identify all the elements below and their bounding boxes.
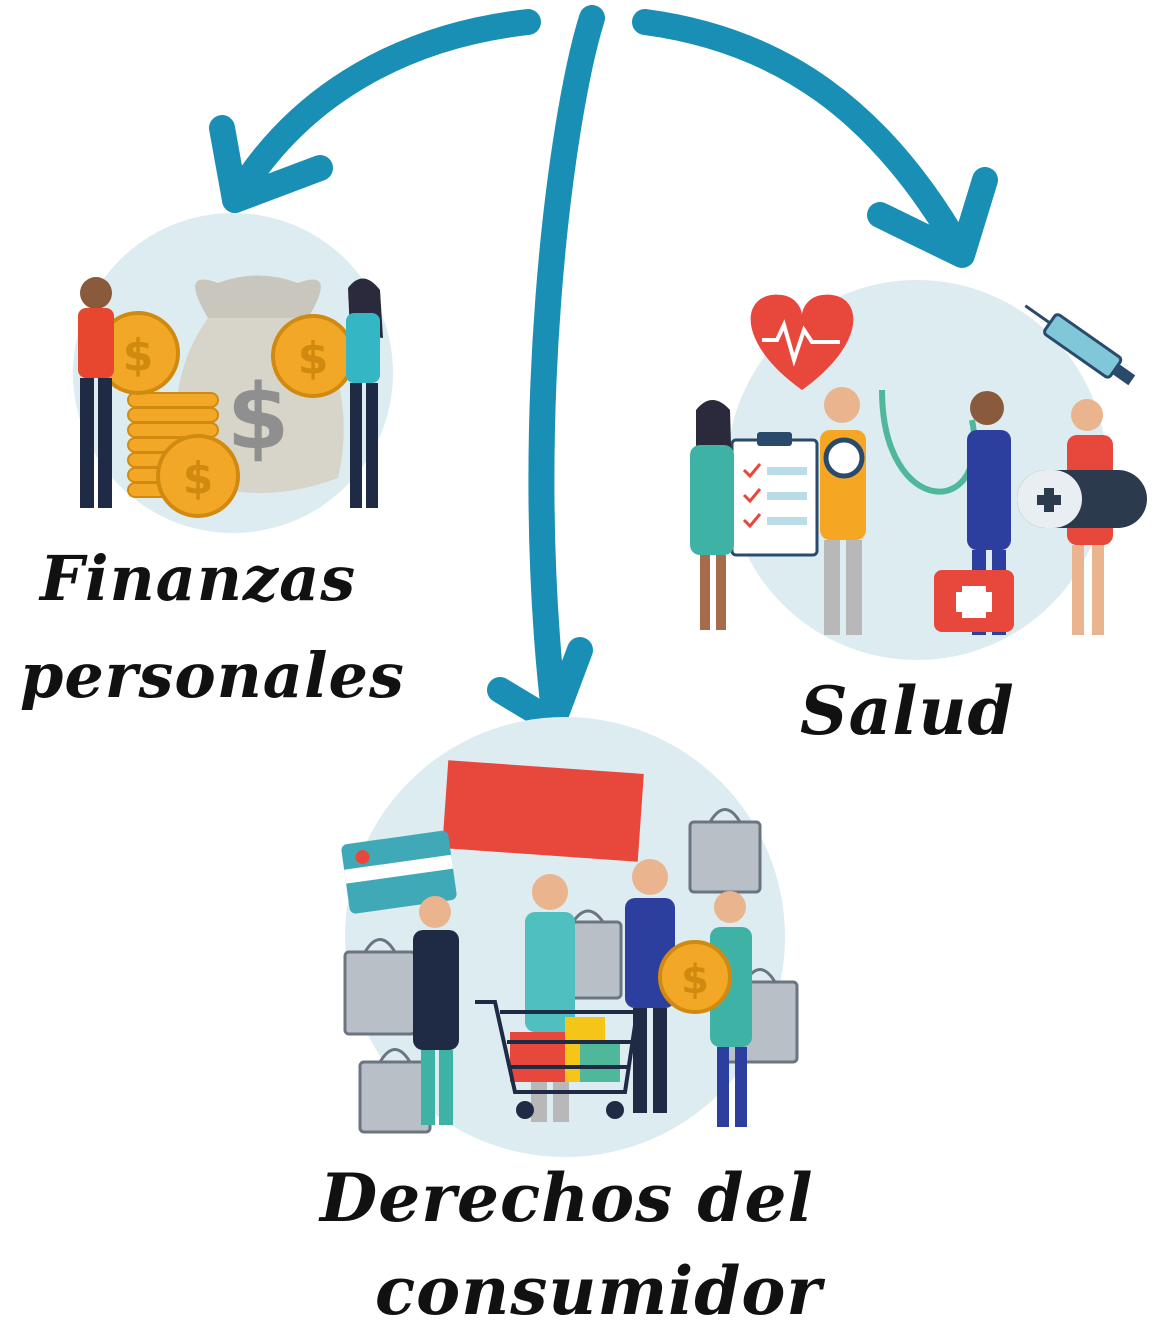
svg-text:$: $ [298, 333, 329, 384]
label-consumidor-line2: consumidor [375, 1252, 823, 1330]
label-finanzas-line1: Finanzas [40, 542, 357, 615]
svg-text:$: $ [227, 365, 290, 470]
arrow-head-salud [867, 167, 998, 268]
label-consumidor-line1: Derechos del [320, 1159, 814, 1237]
arrow-to-finanzas [222, 9, 541, 213]
svg-text:$: $ [123, 330, 154, 381]
label-salud: Salud [800, 672, 1015, 750]
label-finanzas-line2: personales [20, 639, 405, 712]
arrow-to-salud [632, 9, 973, 263]
health-care-team-illustration [690, 280, 1147, 660]
shopping-consumers-illustration: $ [341, 717, 799, 1157]
money-bag-coins-illustration: $ $ $ $ [73, 213, 393, 533]
arrow-head-finanzas [209, 115, 333, 213]
arrow-to-consumidor [528, 5, 605, 733]
svg-text:$: $ [681, 957, 709, 1003]
svg-text:$: $ [183, 453, 214, 504]
